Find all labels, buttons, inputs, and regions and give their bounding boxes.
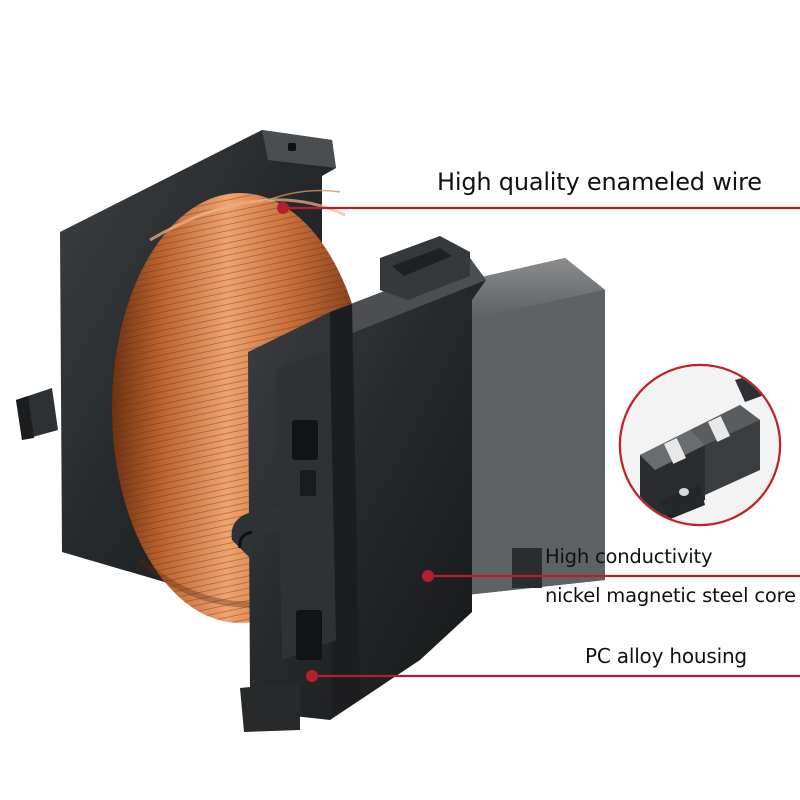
housing-slot [296,610,322,660]
core-detail-inset [618,363,782,527]
housing-callout-dot [306,670,318,682]
mounting-hole [288,143,296,151]
core-callout-dot [422,570,434,582]
housing-callout-label: PC alloy housing [585,644,747,668]
front-housing [231,236,486,732]
housing-slot [292,420,318,460]
core-callout-label-line2: nickel magnetic steel core [545,584,796,607]
callout-lines [277,202,800,682]
core-foot [512,548,542,588]
core-callout-label-line1: High conductivity [545,545,713,568]
wire-callout-dot [277,202,289,214]
housing-slot [300,470,316,496]
wire-callout-label: High quality enameled wire [437,168,762,196]
